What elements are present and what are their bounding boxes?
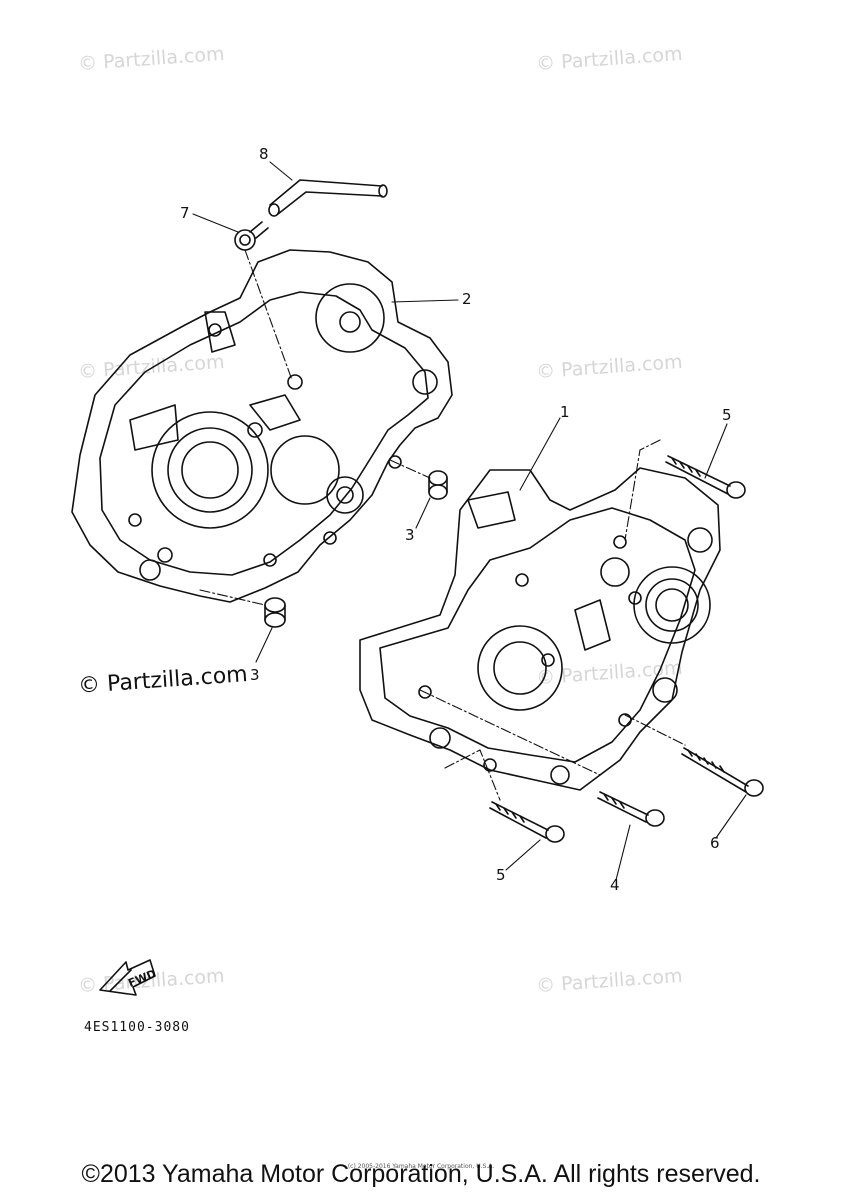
callout-7: 7 — [180, 204, 190, 222]
callout-2: 2 — [462, 290, 472, 308]
dowel-pin-upper — [428, 470, 448, 500]
breather-hose — [268, 179, 388, 217]
callout-5-lower: 5 — [496, 866, 506, 884]
breather-fitting — [234, 221, 269, 251]
callout-1: 1 — [560, 403, 570, 421]
leader-lines — [192, 161, 747, 881]
bolt-short — [597, 791, 665, 827]
callout-3-upper: 3 — [405, 526, 415, 544]
tiny-copyright-notice: (c) 2005-2016 Yamaha Motor Corporation, … — [347, 1163, 495, 1170]
assembly-lines — [199, 249, 686, 801]
dowel-pin-lower — [264, 597, 286, 628]
callout-8: 8 — [259, 145, 269, 163]
callout-6: 6 — [710, 834, 720, 852]
callout-3-lower: 3 — [250, 666, 260, 684]
copyright-footer: ©2013 Yamaha Motor Corporation, U.S.A. A… — [81, 1160, 761, 1188]
fwd-arrow-icon — [99, 959, 156, 996]
callout-5-upper: 5 — [722, 406, 732, 424]
bolt-long — [681, 747, 764, 797]
bolt-lower-left — [489, 801, 565, 843]
diagram-code: 4ES1100-3080 — [84, 1020, 190, 1035]
callout-4: 4 — [610, 876, 620, 894]
bolt-upper — [665, 455, 746, 499]
left-crankcase-half — [71, 249, 453, 603]
right-crankcase-half — [359, 467, 721, 791]
